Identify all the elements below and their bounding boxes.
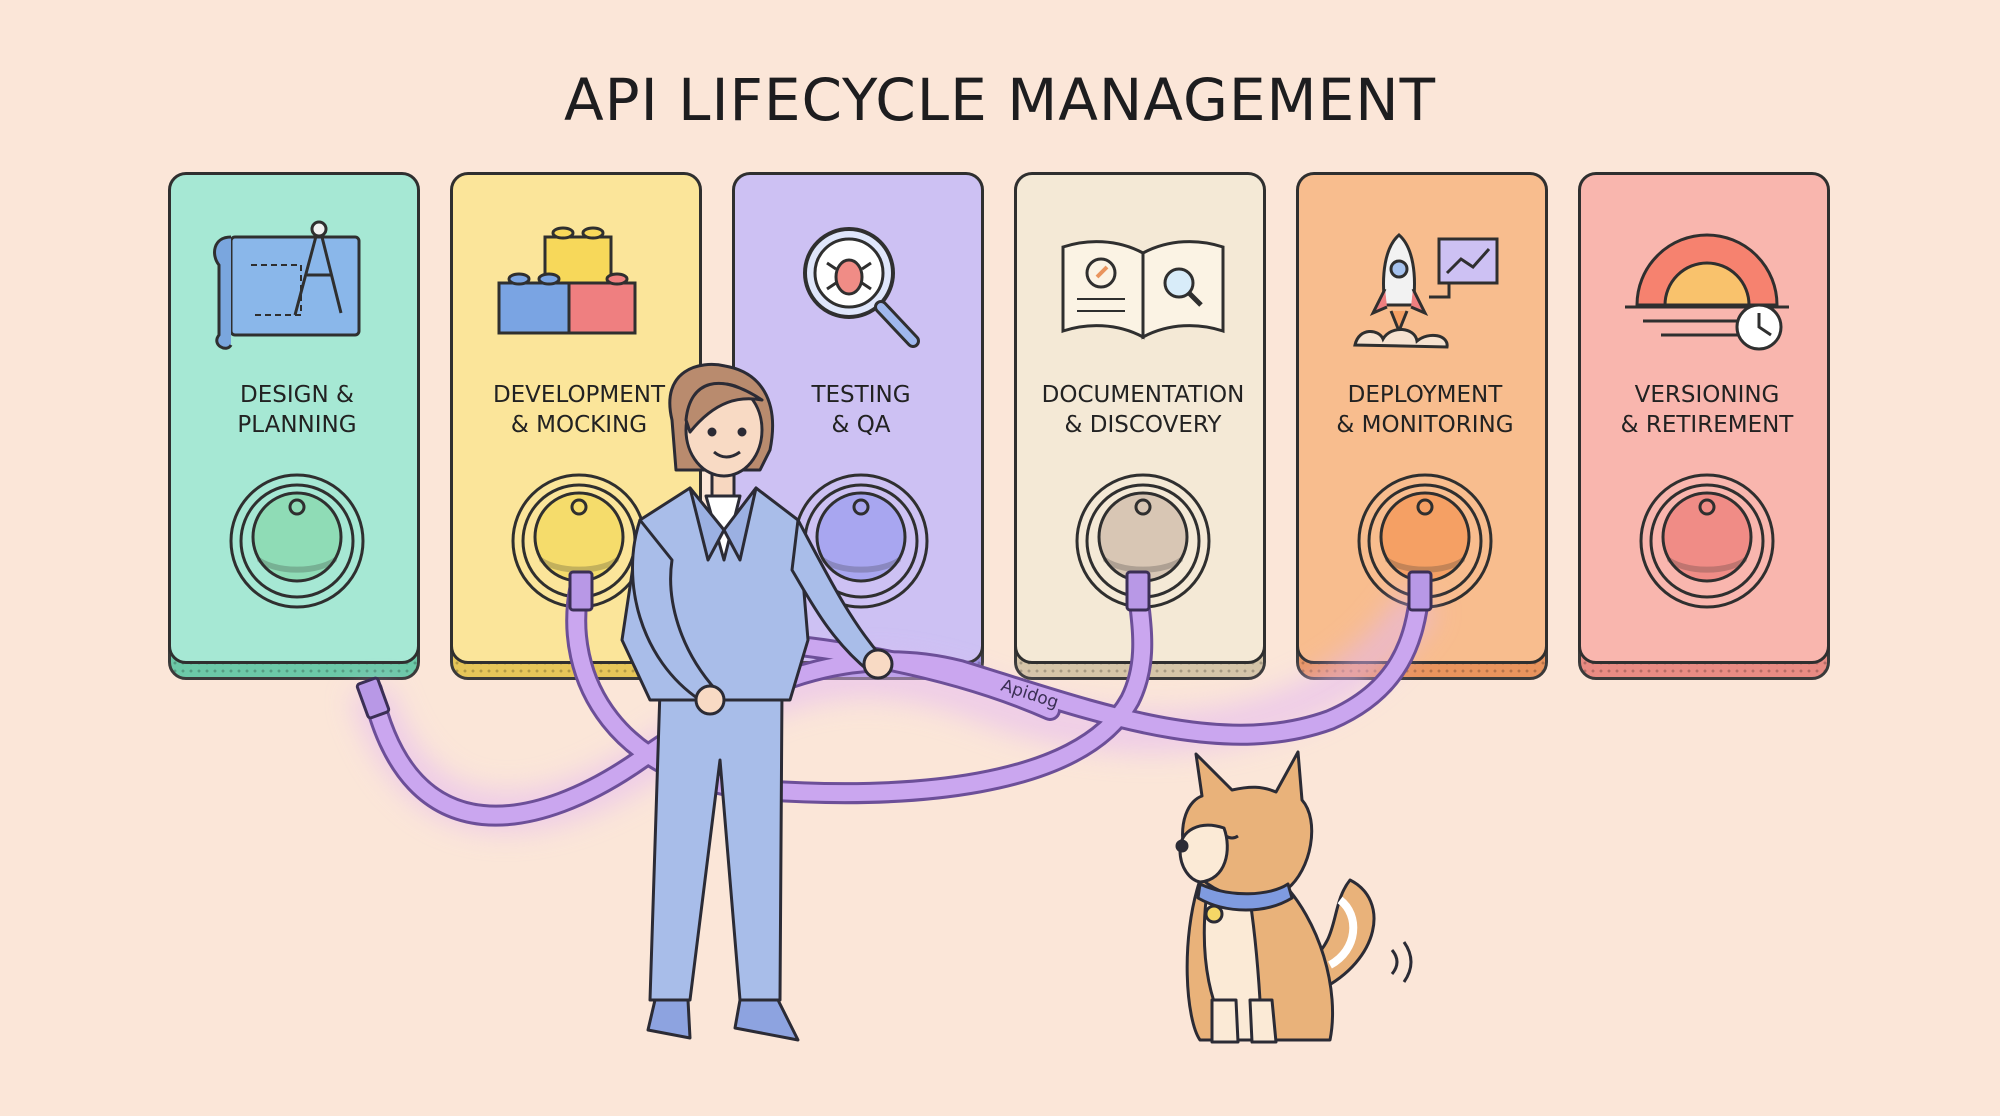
stage-card-1[interactable]: DEVELOPMENT & MOCKING — [450, 172, 702, 664]
building-blocks-icon — [497, 226, 637, 335]
stage-card-4[interactable]: DEPLOYMENT & MONITORING — [1296, 172, 1548, 664]
connector-port-dial[interactable] — [791, 471, 931, 611]
open-book-icon — [1061, 240, 1225, 340]
page-title: API LIFECYCLE MANAGEMENT — [563, 66, 1437, 134]
rocket-chart-icon — [1353, 233, 1499, 349]
connector-port-dial[interactable] — [1637, 471, 1777, 611]
cable-label: Apidog — [998, 676, 1060, 713]
connector-port-dial[interactable] — [1073, 471, 1213, 611]
stage-card-2[interactable]: TESTING & QA — [732, 172, 984, 664]
bug-magnifier-icon — [803, 227, 920, 348]
connector-port-dial[interactable] — [509, 471, 649, 611]
sunset-clock-icon — [1625, 233, 1789, 351]
stage-label: DESIGN & PLANNING — [237, 382, 357, 438]
connector-port-dial[interactable] — [1355, 471, 1495, 611]
stage-card-5[interactable]: VERSIONING & RETIREMENT — [1578, 172, 1830, 664]
shiba-dog-character — [1175, 750, 1413, 1044]
stage-label: VERSIONING & RETIREMENT — [1620, 382, 1794, 438]
blueprint-compass-icon — [213, 220, 361, 350]
stage-label: TESTING & QA — [811, 382, 911, 438]
stage-label: DOCUMENTATION & DISCOVERY — [1041, 382, 1245, 438]
stage-label: DEVELOPMENT & MOCKING — [492, 382, 666, 438]
connector-port-dial[interactable] — [227, 471, 367, 611]
stage-card-3[interactable]: DOCUMENTATION & DISCOVERY — [1014, 172, 1266, 664]
stage-card-0[interactable]: DESIGN & PLANNING — [168, 172, 420, 664]
stage-label: DEPLOYMENT & MONITORING — [1336, 382, 1514, 438]
